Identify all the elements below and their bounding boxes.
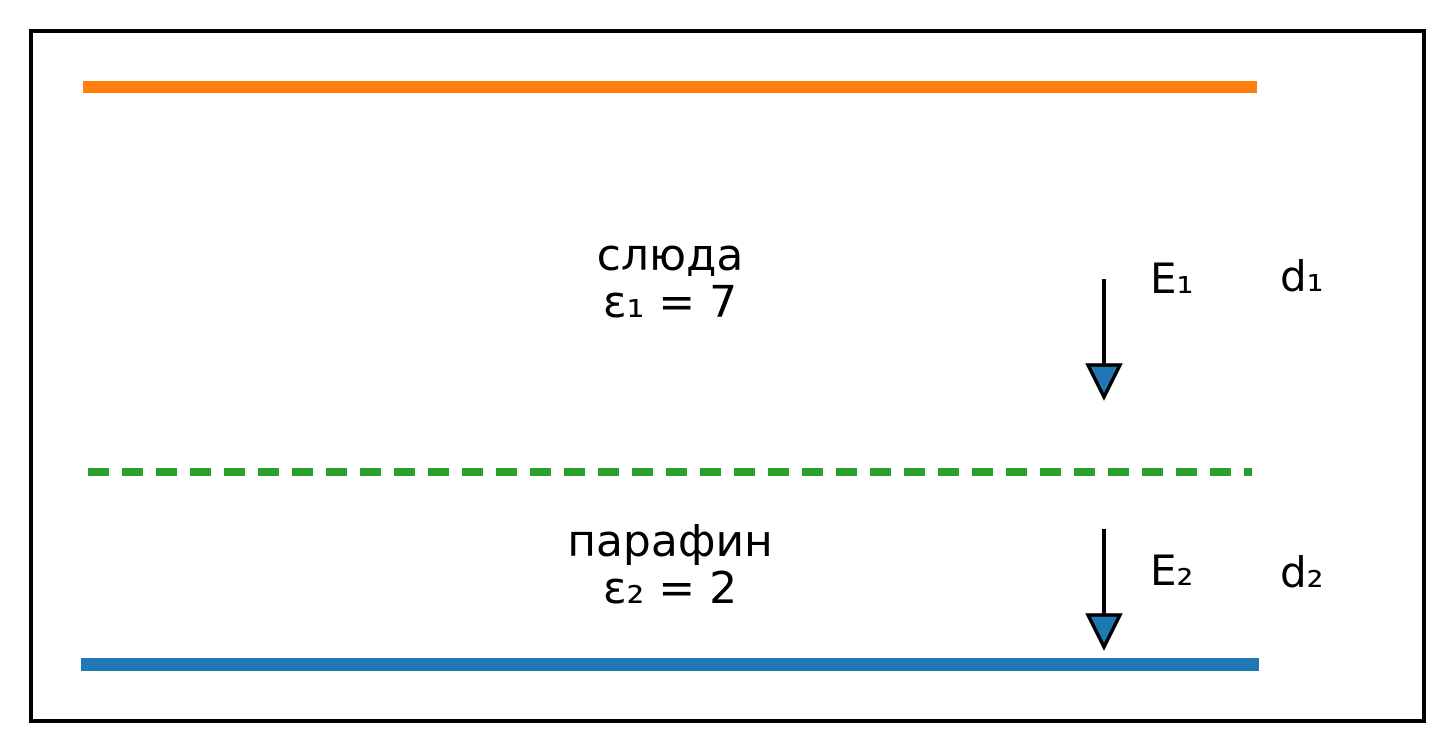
layer1-label: слюда ε₁ = 7 [597,232,744,326]
dielectric-interface-line [88,468,1252,476]
e2-field-label: E₂ [1150,546,1194,595]
layer1-permittivity-value: ε₁ = 7 [602,277,738,328]
layer2-label: парафин ε₂ = 2 [567,518,773,612]
d1-thickness-label: d₁ [1280,252,1324,301]
layer2-material-name: парафин [567,516,773,567]
diagram-frame [29,29,1426,723]
d2-thickness-label: d₂ [1280,548,1324,597]
top-plate [83,81,1257,93]
e2-field-arrow-icon [1085,529,1123,651]
e1-field-arrow-icon [1085,279,1123,401]
e1-field-label: E₁ [1150,254,1194,303]
layer1-material-name: слюда [596,230,744,281]
layer2-permittivity-value: ε₂ = 2 [602,563,738,614]
bottom-plate [81,658,1259,671]
